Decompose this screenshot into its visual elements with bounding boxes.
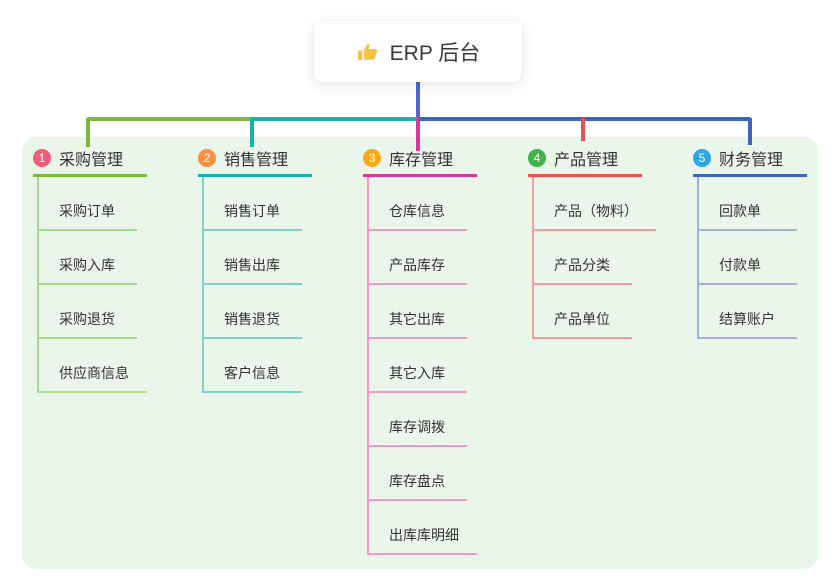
leaf-list: 销售订单 销售出库 销售退货 客户信息 — [202, 177, 302, 393]
leaf-node[interactable]: 产品单位 — [534, 285, 632, 339]
leaf-node[interactable]: 销售订单 — [204, 177, 302, 231]
leaf-list: 仓库信息 产品库存 其它出库 其它入库 库存调拨 库存盘点 出库库明细 — [367, 177, 477, 555]
leaf-node[interactable]: 客户信息 — [204, 339, 302, 393]
branch-column-product: 4 产品管理 产品（物料） 产品分类 产品单位 — [528, 147, 656, 339]
leaf-node[interactable]: 销售出库 — [204, 231, 302, 285]
root-node[interactable]: ERP 后台 — [314, 21, 522, 82]
leaf-node[interactable]: 供应商信息 — [39, 339, 147, 393]
leaf-node[interactable]: 销售退货 — [204, 285, 302, 339]
branch-number-badge: 2 — [198, 148, 216, 167]
leaf-node[interactable]: 采购订单 — [39, 177, 137, 231]
branch-column-procurement: 1 采购管理 采购订单 采购入库 采购退货 供应商信息 — [33, 147, 147, 393]
trunk-segment-sales — [252, 117, 418, 121]
branch-node-sales[interactable]: 2 销售管理 — [198, 147, 312, 177]
branch-node-finance[interactable]: 5 财务管理 — [693, 147, 807, 177]
branch-column-finance: 5 财务管理 回款单 付款单 结算账户 — [693, 147, 807, 339]
leaf-list: 产品（物料） 产品分类 产品单位 — [532, 177, 656, 339]
leaf-list: 采购订单 采购入库 采购退货 供应商信息 — [37, 177, 147, 393]
branch-node-procurement[interactable]: 1 采购管理 — [33, 147, 147, 177]
leaf-node[interactable]: 产品（物料） — [534, 177, 656, 231]
leaf-node[interactable]: 出库库明细 — [369, 501, 477, 555]
leaf-node[interactable]: 仓库信息 — [369, 177, 467, 231]
leaf-node[interactable]: 采购入库 — [39, 231, 137, 285]
root-node-label: ERP 后台 — [389, 41, 481, 65]
branch-number-badge: 1 — [33, 148, 51, 167]
branch-drop-procurement — [86, 118, 90, 147]
leaf-node[interactable]: 库存盘点 — [369, 447, 467, 501]
branch-column-inventory: 3 库存管理 仓库信息 产品库存 其它出库 其它入库 库存调拨 库存盘点 出库库… — [363, 147, 477, 555]
leaf-node[interactable]: 产品分类 — [534, 231, 632, 285]
root-connector-line — [416, 82, 420, 120]
branch-node-inventory[interactable]: 3 库存管理 — [363, 147, 477, 177]
branch-drop-sales — [250, 118, 254, 147]
leaf-node[interactable]: 其它入库 — [369, 339, 467, 393]
branch-column-sales: 2 销售管理 销售订单 销售出库 销售退货 客户信息 — [198, 147, 312, 393]
branch-title: 采购管理 — [59, 151, 124, 169]
leaf-node[interactable]: 采购退货 — [39, 285, 137, 339]
branch-node-product[interactable]: 4 产品管理 — [528, 147, 642, 177]
leaf-node[interactable]: 库存调拨 — [369, 393, 467, 447]
canvas-panel — [22, 137, 818, 569]
leaf-node[interactable]: 结算账户 — [699, 285, 797, 339]
leaf-node[interactable]: 回款单 — [699, 177, 797, 231]
leaf-node[interactable]: 付款单 — [699, 231, 797, 285]
leaf-list: 回款单 付款单 结算账户 — [697, 177, 797, 339]
thumbs-up-icon — [357, 43, 377, 60]
leaf-node[interactable]: 产品库存 — [369, 231, 467, 285]
trunk-segment-right — [418, 117, 752, 121]
branch-drop-product — [581, 118, 585, 141]
branch-title: 财务管理 — [719, 151, 784, 169]
branch-drop-finance — [748, 118, 752, 145]
branch-number-badge: 3 — [363, 148, 381, 167]
leaf-node[interactable]: 其它出库 — [369, 285, 467, 339]
branch-title: 产品管理 — [554, 151, 619, 169]
branch-number-badge: 5 — [693, 148, 711, 167]
branch-title: 销售管理 — [224, 151, 289, 169]
branch-title: 库存管理 — [389, 151, 454, 169]
branch-drop-inventory — [416, 118, 420, 151]
trunk-segment-procurement — [86, 117, 252, 121]
branch-number-badge: 4 — [528, 148, 546, 167]
